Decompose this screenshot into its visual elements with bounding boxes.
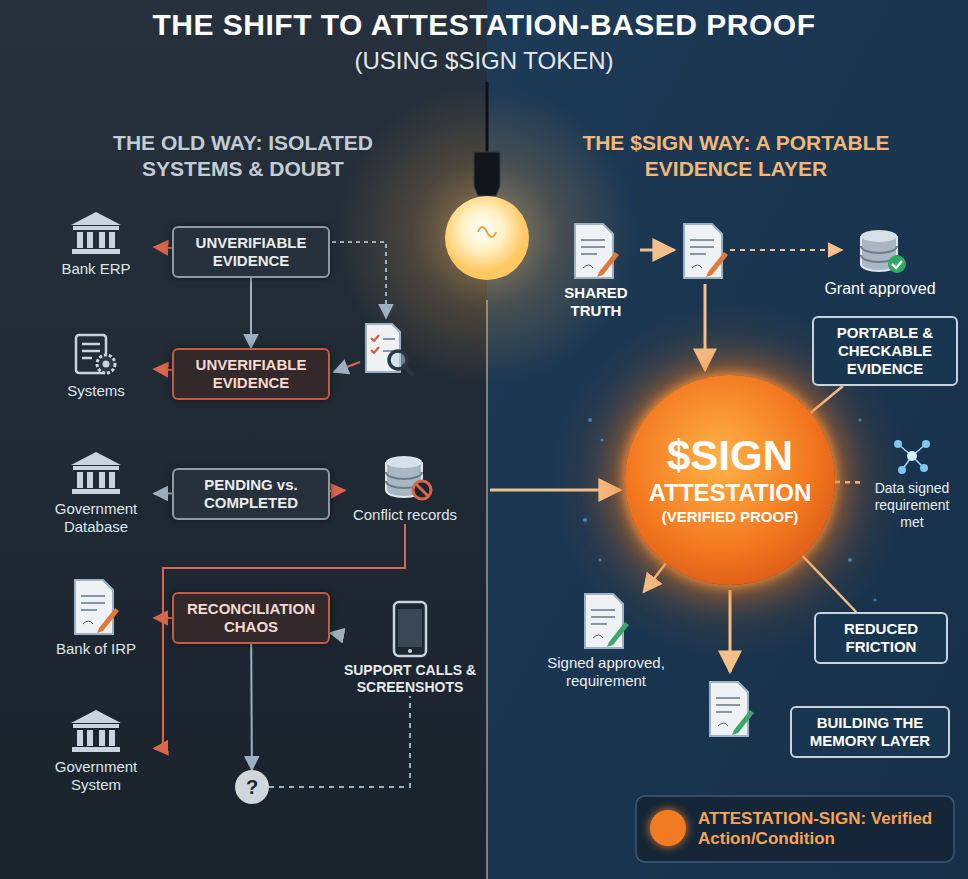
bulb-socket	[474, 152, 500, 196]
flow-arrow	[729, 590, 732, 672]
dotted-leader	[332, 242, 386, 318]
attestation-circle: $SIGNATTESTATION(VERIFIED PROOF)	[625, 375, 835, 585]
process-box: REDUCED FRICTION	[814, 612, 948, 664]
icon-node: SHARED TRUTH	[548, 222, 644, 320]
legend-frame	[636, 796, 954, 862]
legend-swatch	[650, 810, 686, 846]
connector	[644, 563, 666, 592]
flow-arrow	[640, 249, 674, 252]
node-text: Signed approved, requirement	[545, 654, 667, 690]
node-text: Government Database	[38, 500, 154, 536]
node-text: SHARED TRUTH	[548, 284, 644, 320]
document-icon	[684, 224, 728, 278]
document-icon	[571, 222, 621, 280]
document-icon	[710, 682, 754, 736]
connector	[154, 524, 405, 748]
process-box: PENDING vs. COMPLETED	[172, 468, 330, 520]
connector	[330, 489, 345, 492]
connector	[154, 368, 172, 371]
connector	[835, 481, 862, 484]
title: THE SHIFT TO ATTESTATION-BASED PROOF	[0, 8, 968, 42]
connector	[154, 492, 172, 494]
network-icon	[890, 436, 934, 476]
icon-node: SUPPORT CALLS & SCREENSHOTS	[340, 600, 480, 696]
process-box: PORTABLE & CHECKABLE EVIDENCE	[812, 316, 958, 386]
icon-node: Conflict records	[345, 452, 465, 524]
node-text: PORTABLE & CHECKABLE EVIDENCE	[822, 324, 948, 378]
document-icon	[581, 592, 631, 650]
node-text: REDUCED FRICTION	[824, 620, 938, 656]
process-box: RECONCILIATION CHAOS	[172, 592, 330, 644]
node-text: Government System	[38, 758, 154, 794]
icon-node: Government System	[38, 708, 154, 794]
process-box: UNVERIFIABLE EVIDENCE	[172, 348, 330, 400]
node-text: RECONCILIATION CHAOS	[182, 600, 320, 636]
arrow-leader	[334, 362, 360, 372]
node-text: PENDING vs. COMPLETED	[182, 476, 320, 512]
node-text: SUPPORT CALLS & SCREENSHOTS	[340, 662, 480, 696]
panel-arrow	[490, 489, 620, 492]
node-text: Data signed requirement met	[862, 480, 962, 531]
process-box: BUILDING THE MEMORY LAYER	[790, 706, 950, 758]
connector	[269, 696, 410, 787]
bank-icon	[68, 708, 124, 754]
node-text: Bank ERP	[61, 260, 130, 278]
database-icon	[376, 452, 434, 502]
database-icon	[851, 226, 909, 276]
bank-icon	[68, 210, 124, 256]
question-circle: ?	[235, 770, 269, 804]
connector	[154, 246, 172, 249]
flow-arrow	[704, 284, 707, 370]
node-text: BUILDING THE MEMORY LAYER	[800, 714, 940, 750]
document-magnifier-icon	[366, 324, 412, 374]
icon-node: Government Database	[38, 450, 154, 536]
icon-node: Bank ERP	[38, 210, 154, 278]
system-icon	[68, 332, 124, 378]
node-text: Systems	[67, 382, 125, 400]
node-text: Bank of IRP	[56, 640, 136, 658]
node-text: Grant approved	[824, 280, 935, 298]
node-text: ATTESTATION	[649, 479, 812, 507]
connector	[330, 633, 340, 635]
node-text: Conflict records	[353, 506, 457, 524]
connector	[811, 386, 843, 413]
phone-icon	[390, 600, 430, 658]
bulb-cord	[486, 82, 489, 152]
icon-node: Bank of IRP	[38, 578, 154, 658]
bulb-filament	[478, 227, 496, 237]
icon-node: Grant approved	[822, 226, 938, 298]
connector	[250, 278, 252, 348]
node-text: $SIGN	[667, 433, 793, 479]
node-text: UNVERIFIABLE EVIDENCE	[182, 234, 320, 270]
legend-text: ATTESTATION-SIGN: Verified Action/Condit…	[698, 809, 942, 849]
icon-node: Signed approved, requirement	[545, 592, 667, 690]
bank-icon	[68, 450, 124, 496]
connector	[803, 556, 857, 612]
heading-label: THE $SIGN WAY: A PORTABLE EVIDENCE LAYER	[556, 130, 916, 182]
node-text: UNVERIFIABLE EVIDENCE	[182, 356, 320, 392]
light-bulb	[445, 196, 529, 280]
heading-label: (USING $SIGN TOKEN)	[284, 47, 684, 75]
document-icon	[71, 578, 121, 636]
process-box: UNVERIFIABLE EVIDENCE	[172, 226, 330, 278]
connector	[250, 644, 253, 770]
node-text: (VERIFIED PROOF)	[662, 507, 799, 527]
icon-node: Systems	[38, 332, 154, 400]
icon-node: Data signed requirement met	[862, 436, 962, 531]
divider	[486, 300, 488, 879]
node-text: ?	[246, 776, 258, 799]
heading-label: THE OLD WAY: ISOLATED SYSTEMS & DOUBT	[70, 130, 416, 182]
dotted-flow-arrow	[730, 249, 842, 251]
